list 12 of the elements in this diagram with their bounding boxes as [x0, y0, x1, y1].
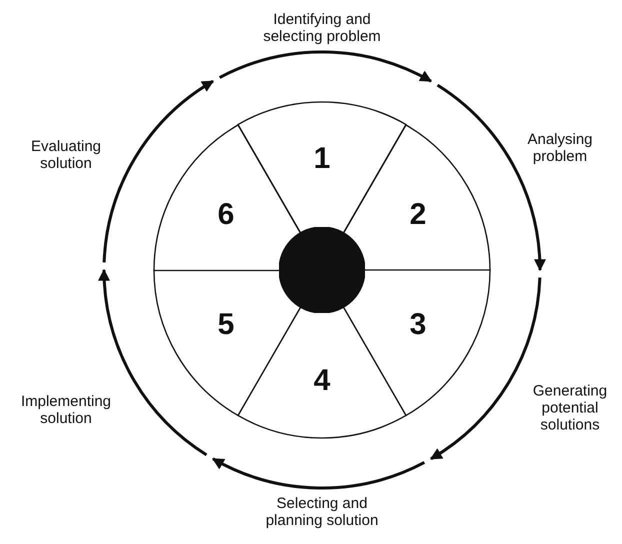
step-number: 6	[218, 200, 234, 230]
step-label: Evaluating solution	[30, 138, 102, 172]
step-number: 4	[314, 366, 330, 396]
step-number: 3	[410, 310, 426, 340]
step-label: Selecting and planning solution	[264, 495, 380, 529]
step-number: 1	[314, 144, 330, 174]
step-label: Identifying and selecting problem	[262, 11, 382, 45]
step-label: Analysing problem	[526, 131, 594, 165]
step-label: Implementing solution	[20, 393, 112, 427]
step-number: 5	[218, 310, 234, 340]
step-number: 2	[410, 200, 426, 230]
step-label: Generating potential solutions	[532, 382, 608, 434]
